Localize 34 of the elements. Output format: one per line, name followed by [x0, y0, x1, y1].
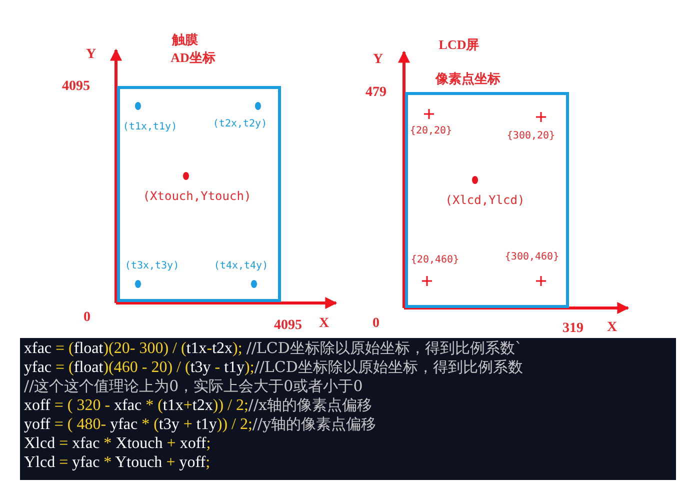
axis-label: X	[318, 316, 330, 332]
tick-label: 479	[366, 85, 386, 101]
coordinate-frame	[405, 92, 569, 308]
point-label: (Xtouch,Ytouch)	[142, 189, 252, 203]
tick-label: 4095	[62, 79, 90, 95]
axis-label: Y	[86, 47, 96, 63]
tick-label: 4095	[274, 318, 302, 334]
point-label: {300,20}	[506, 130, 556, 142]
code-line: //这个这个值理论上为0，实际上会大于0或者小于0	[24, 377, 364, 396]
tick-label: 0	[372, 316, 380, 332]
code-line: yfac = (float)(460 - 20) / (t3y - t1y);//LCD坐标除以原始坐标，得到比例系数	[24, 358, 524, 377]
axis-label: X	[606, 320, 618, 336]
code-line: Ylcd = yfac * Ytouch + yoff;	[24, 453, 212, 472]
code-block	[20, 338, 676, 480]
point-label: (t2x,t2y)	[212, 118, 268, 130]
coordinate-frame	[117, 86, 281, 302]
panel-title: AD坐标	[170, 49, 216, 67]
point-label: {300,460}	[504, 252, 560, 262]
panel-title: 触膜	[172, 31, 198, 49]
point-label: (t3x,t3y)	[124, 260, 180, 272]
code-line: Xlcd = xfac * Xtouch + xoff;	[24, 434, 212, 453]
point-label: (Xlcd,Ylcd)	[445, 193, 525, 207]
code-line: yoff = ( 480- yfac * (t3y + t1y)) / 2;//y轴的像素点偏移	[24, 415, 377, 434]
code-line: xfac = (float)(20- 300) / (t1x-t2x); //LCD坐标除以原始坐标，得到比例系数`	[24, 339, 524, 358]
panel-title: LCD屏	[438, 36, 480, 54]
point-label: (t1x,t1y)	[122, 122, 178, 132]
axis-label: Y	[372, 52, 384, 68]
tick-label: 319	[562, 321, 584, 337]
point-label: {20,20}	[410, 126, 452, 136]
point-label: (t4x,t4y)	[214, 260, 268, 272]
tick-label: 0	[84, 310, 90, 326]
panel-title: 像素点坐标	[436, 70, 500, 88]
code-line: xoff = ( 320 - xfac * (t1x+t2x)) / 2;//x轴的像素点偏移	[24, 396, 373, 415]
point-label: {20,460}	[410, 254, 460, 266]
